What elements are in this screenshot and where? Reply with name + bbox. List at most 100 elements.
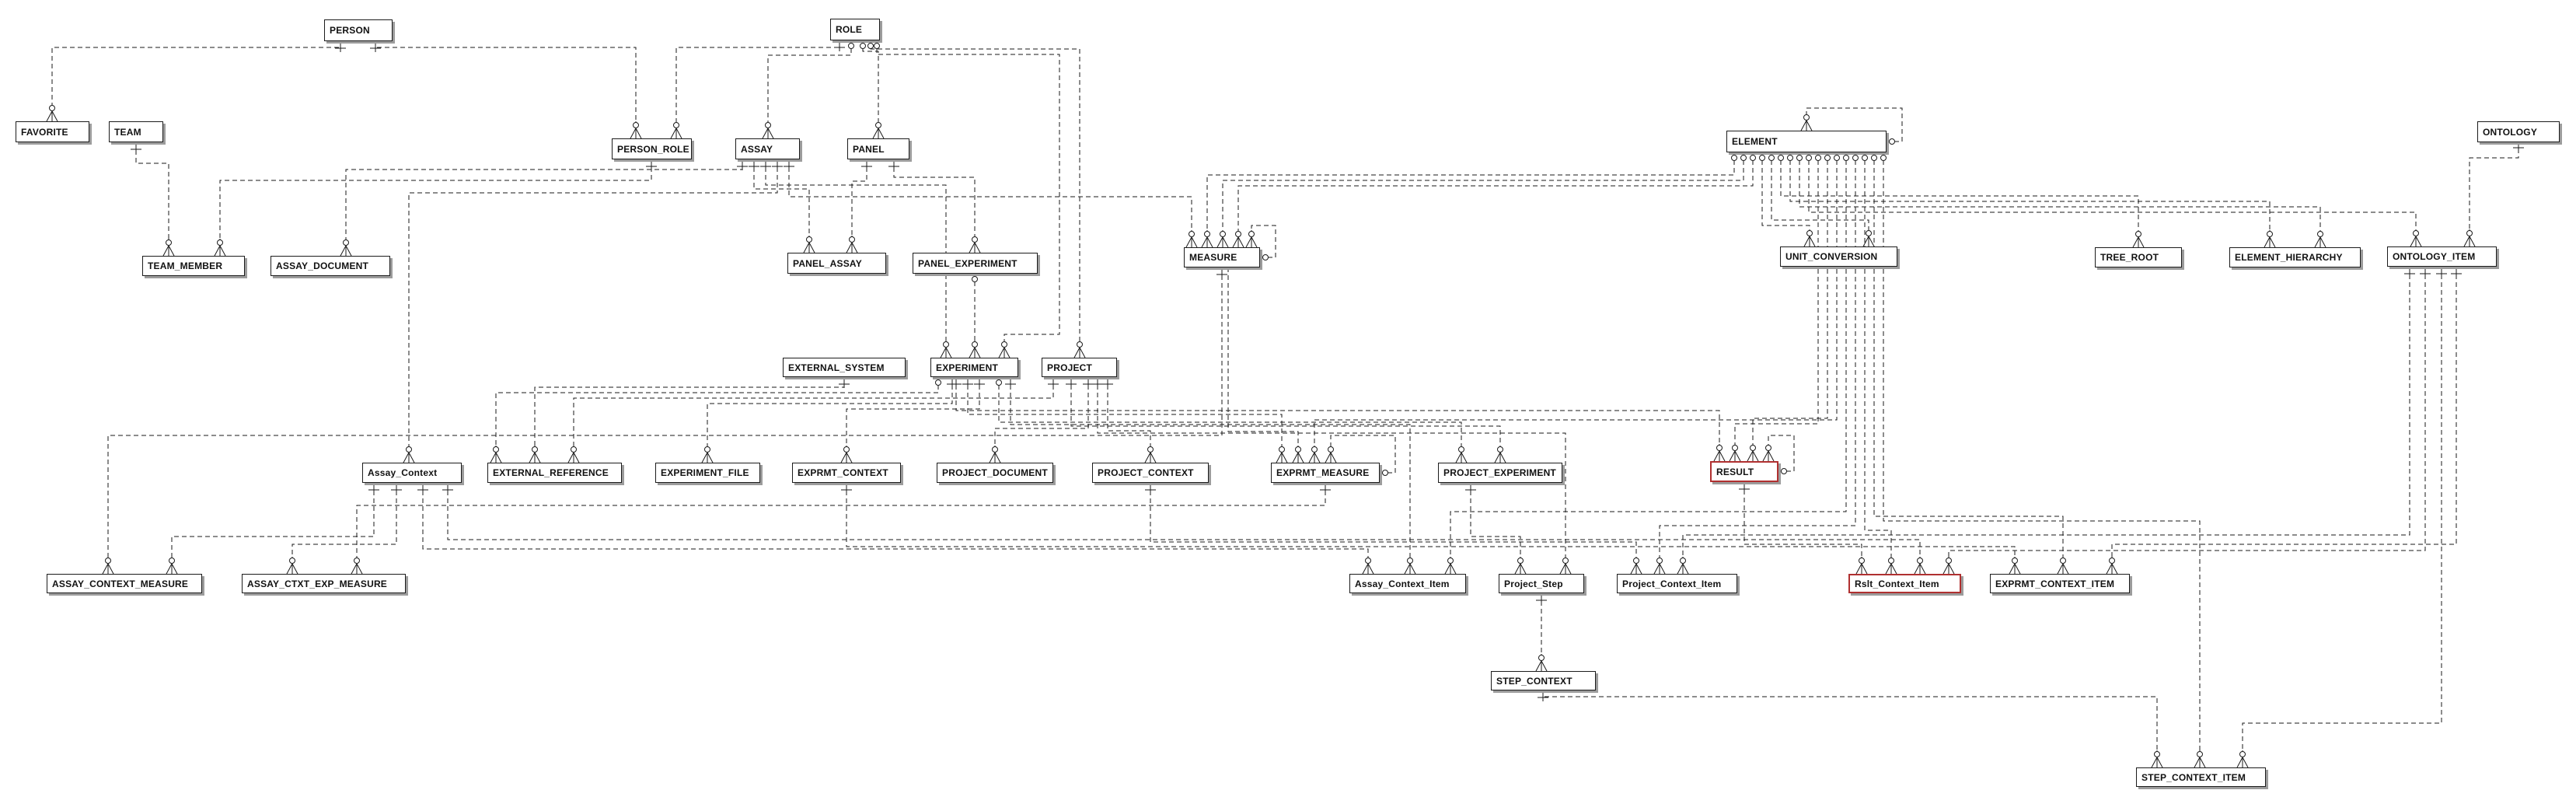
relationship (874, 40, 1060, 358)
entity-label: TEAM (114, 126, 141, 138)
entity-ontology[interactable]: ONTOLOGY (2477, 121, 2560, 142)
relationship (996, 377, 1468, 463)
relationship (1862, 152, 1897, 575)
entity-measure[interactable]: MEASURE (1184, 247, 1260, 267)
relationship (867, 40, 1086, 358)
relationship (701, 377, 958, 463)
entity-label: TREE_ROOT (2100, 252, 2159, 263)
relationship (749, 159, 815, 253)
relationship (1232, 152, 1756, 248)
entity-favorite[interactable]: FAVORITE (16, 121, 89, 142)
entity-exprmt_context_item[interactable]: EXPRMT_CONTEXT_ITEM (1990, 574, 2130, 593)
entity-label: STEP_CONTEXT (1496, 675, 1572, 687)
relationship (1653, 152, 1859, 575)
entity-step_context_item[interactable]: STEP_CONTEXT_ITEM (2136, 767, 2266, 787)
entity-assay_document[interactable]: ASSAY_DOCUMENT (271, 256, 390, 276)
entity-role[interactable]: ROLE (830, 19, 880, 40)
relationship (46, 41, 346, 122)
entity-label: FAVORITE (21, 126, 68, 138)
relationship (1538, 690, 2163, 768)
relationship (1145, 483, 1642, 575)
entity-project_document[interactable]: PROJECT_DOCUMENT (937, 463, 1053, 483)
relationship (841, 483, 2021, 575)
relationship (1092, 377, 1572, 575)
entity-label: EXPERIMENT (936, 362, 999, 373)
entity-person_role[interactable]: PERSON_ROLE (612, 138, 692, 159)
relationship (989, 377, 1094, 463)
entity-panel_experiment[interactable]: PANEL_EXPERIMENT (913, 253, 1038, 274)
entity-assay_ctxt_exp_measure[interactable]: ASSAY_CTXT_EXP_MEASURE (242, 574, 406, 593)
relationship (888, 159, 981, 253)
entity-exprmt_measure[interactable]: EXPRMT_MEASURE (1271, 463, 1380, 483)
entity-panel[interactable]: PANEL (847, 138, 909, 159)
entity-experiment_file[interactable]: EXPERIMENT_FILE (655, 463, 760, 483)
relationship (1102, 377, 1157, 463)
relationship (417, 483, 1374, 575)
entity-label: MEASURE (1189, 252, 1237, 263)
relationship (1677, 267, 2415, 575)
relationship (490, 377, 941, 463)
relationship (1216, 152, 1747, 248)
relationship (2106, 267, 2462, 575)
relationship (1729, 152, 1821, 462)
relationship (370, 41, 642, 139)
relationship (1762, 435, 1795, 474)
entity-label: Rslt_Context_Item (1855, 578, 1939, 589)
entity-label: Project_Step (1504, 578, 1563, 589)
relationship (1759, 152, 1816, 247)
relationship (567, 377, 1059, 463)
entity-label: EXTERNAL_REFERENCE (493, 467, 609, 478)
entity-experiment[interactable]: EXPERIMENT (930, 358, 1018, 377)
entity-label: ONTOLOGY_ITEM (2393, 251, 2476, 262)
relationship (860, 40, 885, 139)
entity-project_experiment[interactable]: PROJECT_EXPERIMENT (1438, 463, 1562, 483)
entity-person[interactable]: PERSON (324, 19, 393, 41)
entity-element[interactable]: ELEMENT (1726, 131, 1887, 152)
entity-assay_context_measure[interactable]: ASSAY_CONTEXT_MEASURE (47, 574, 202, 593)
relationship (1325, 435, 1396, 476)
relationship (1739, 482, 1868, 575)
entity-rslt_context_item[interactable]: Rslt_Context_Item (1848, 574, 1961, 593)
entity-tree_root[interactable]: TREE_ROOT (2095, 247, 2182, 267)
entity-team[interactable]: TEAM (109, 121, 163, 142)
relationship (1308, 152, 1840, 463)
entity-team_member[interactable]: TEAM_MEMBER (142, 256, 245, 276)
entity-exprmt_context[interactable]: EXPRMT_CONTEXT (792, 463, 901, 483)
relationship (840, 377, 985, 463)
entity-label: RESULT (1716, 466, 1754, 477)
entity-project_context_item[interactable]: Project_Context_Item (1617, 574, 1737, 593)
relationship (166, 483, 379, 575)
entity-external_reference[interactable]: EXTERNAL_REFERENCE (487, 463, 622, 483)
entity-external_system[interactable]: EXTERNAL_SYSTEM (783, 358, 906, 377)
entity-label: PANEL_ASSAY (793, 257, 862, 269)
entity-project_step[interactable]: Project_Step (1499, 574, 1584, 593)
entity-assay_context_item[interactable]: Assay_Context_Item (1349, 574, 1466, 593)
entity-label: PROJECT (1047, 362, 1093, 373)
relationship (1768, 152, 1875, 247)
entity-step_context[interactable]: STEP_CONTEXT (1491, 671, 1596, 690)
entity-panel_assay[interactable]: PANEL_ASSAY (787, 253, 886, 274)
relationship (442, 483, 1926, 575)
entity-ontology_item[interactable]: ONTOLOGY_ITEM (2387, 246, 2497, 267)
entity-unit_conversion[interactable]: UNIT_CONVERSION (1780, 246, 1897, 267)
entity-label: Assay_Context (368, 467, 438, 478)
entity-assay_context[interactable]: Assay_Context (362, 463, 462, 483)
relationship (1066, 377, 1506, 463)
entity-assay[interactable]: ASSAY (735, 138, 800, 159)
entity-label: UNIT_CONVERSION (1785, 251, 1878, 262)
entity-result[interactable]: RESULT (1710, 461, 1778, 482)
relationship (1778, 152, 2145, 248)
relationship (102, 267, 1227, 575)
entity-element_hierarchy[interactable]: ELEMENT_HIERARCHY (2229, 247, 2361, 267)
relationship (784, 159, 1198, 248)
entity-project[interactable]: PROJECT (1042, 358, 1117, 377)
relationship (1444, 152, 1849, 575)
entity-label: ASSAY_DOCUMENT (276, 260, 369, 271)
relationship (1245, 225, 1276, 260)
entity-label: EXTERNAL_SYSTEM (788, 362, 885, 373)
entity-project_context[interactable]: PROJECT_CONTEXT (1092, 463, 1209, 483)
entity-label: ELEMENT_HIERARCHY (2235, 252, 2343, 263)
relationship (1942, 267, 2431, 575)
entity-label: EXPRMT_MEASURE (1276, 467, 1370, 478)
